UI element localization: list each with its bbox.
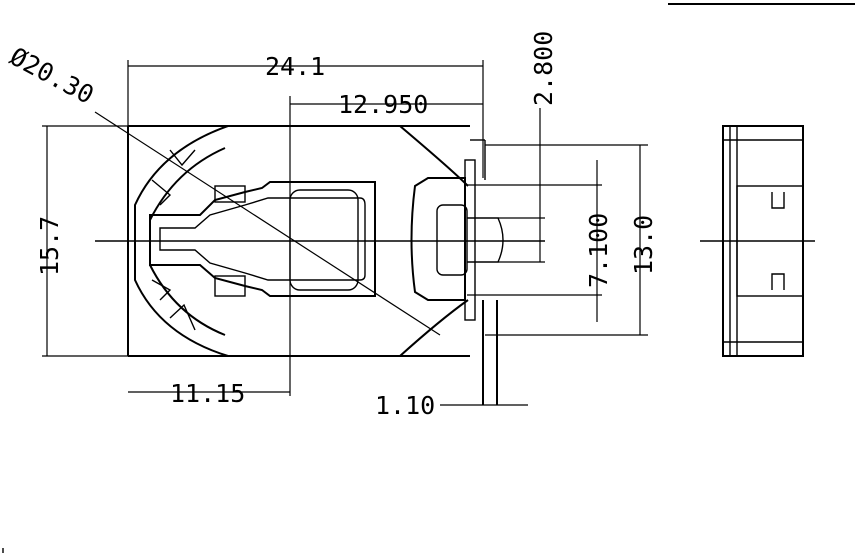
label-overall-length: 24.1: [265, 52, 325, 81]
clip-tab-top: [214, 185, 246, 203]
side-tab-top: [771, 192, 785, 209]
notch-top-1: [169, 149, 196, 167]
label-diameter: Ø20.30: [5, 42, 98, 110]
label-tab-width: 1.10: [375, 391, 435, 420]
side-tab-bottom: [771, 273, 785, 290]
notch-bottom-1: [151, 279, 172, 301]
dimensions: 24.1 12.950 11.15 1.10 Ø20.30 15.7 2.800…: [5, 31, 658, 420]
clip-tab-bottom: [214, 275, 246, 297]
holder-arc-bottom: [399, 299, 469, 357]
right-terminal: [464, 159, 476, 321]
label-body-offset: 12.950: [338, 90, 428, 119]
label-contact-width: 7.100: [584, 213, 613, 288]
side-view: [700, 125, 815, 357]
label-height-total: 15.7: [35, 216, 64, 276]
label-left-width: 11.15: [170, 379, 245, 408]
battery-clip-outline: [149, 181, 376, 297]
notch-bottom-2: [169, 303, 196, 331]
label-width-13: 13.0: [629, 215, 658, 275]
contact-tip: [467, 217, 504, 263]
front-view: [95, 125, 545, 405]
right-contact-window: [436, 204, 468, 276]
right-contact-housing: [410, 177, 466, 301]
battery-clip-inner: [159, 197, 366, 281]
outer-arc-left: [134, 125, 229, 357]
notch-top-2: [151, 179, 172, 206]
dim-diameter-leader: [94, 111, 441, 336]
label-contact-height: 2.800: [529, 31, 558, 106]
